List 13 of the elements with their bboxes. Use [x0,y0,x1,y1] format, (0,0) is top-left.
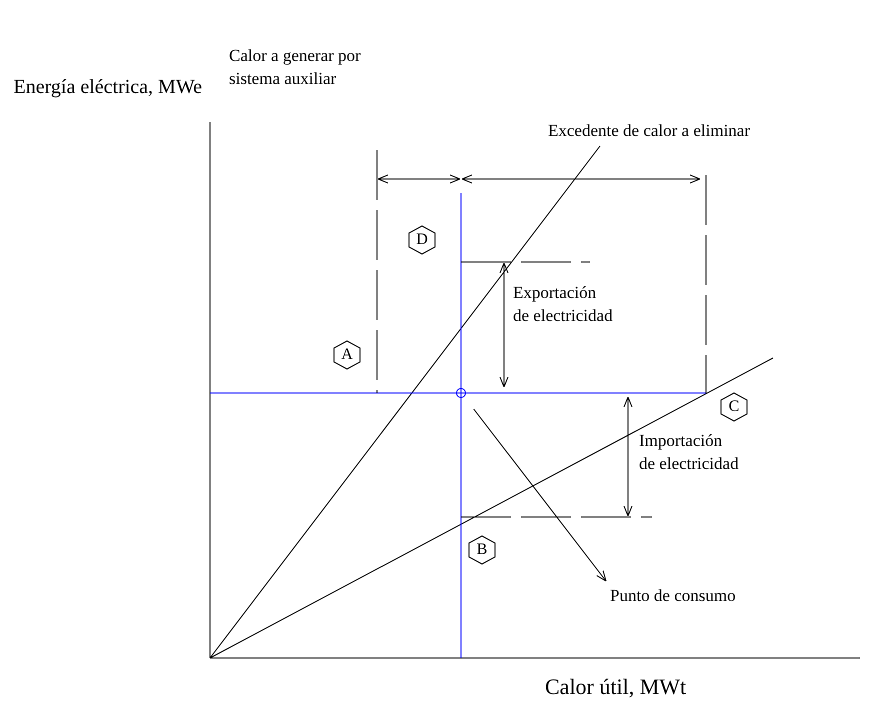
hexagon-marker: D [407,225,437,255]
hexagon-marker: B [467,535,497,565]
consumption-point-marker [456,388,466,398]
leader-arrow [473,408,606,582]
annotation-text: Calor a generar por sistema auxiliar [229,45,362,90]
hexagon-marker: C [719,392,749,422]
annotation-text: Exportación de electricidad [513,282,614,327]
axis-label: Calor útil, MWt [545,673,688,701]
annotation-text: Excedente de calor a eliminar [548,120,751,142]
axis-label: Energía eléctrica, MWe [12,75,202,100]
hexagon-marker: A [332,340,362,370]
callout-text: Punto de consumo [610,585,736,608]
annotation-text: Importación de electricidad [639,430,740,475]
